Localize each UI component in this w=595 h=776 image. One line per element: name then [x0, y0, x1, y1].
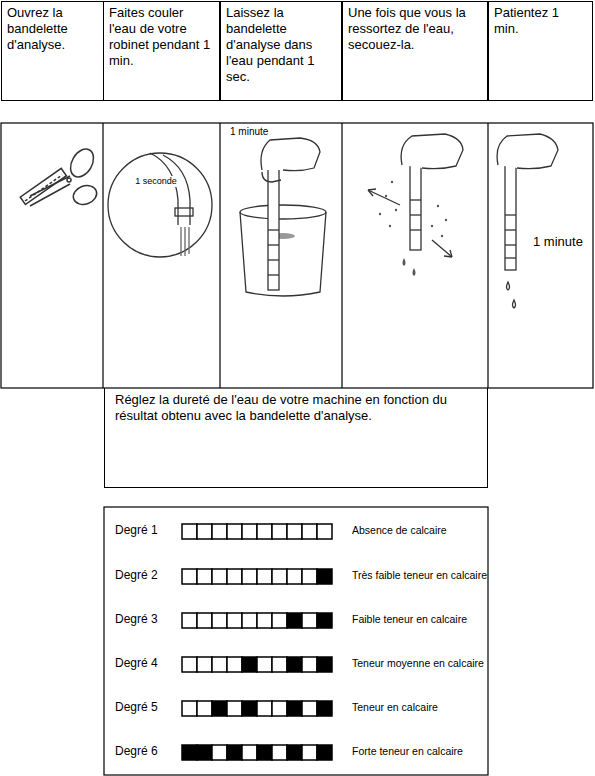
strip-square — [242, 613, 257, 628]
strip-square — [302, 613, 317, 628]
step-cell: Une fois que vous la ressortez de l'eau,… — [342, 1, 488, 101]
strip-square — [257, 613, 272, 628]
degree-label: Degré 3 — [115, 612, 158, 626]
strip-square — [302, 745, 317, 760]
strip-square — [257, 701, 272, 716]
strip-square — [287, 657, 302, 672]
strip-square — [257, 569, 272, 584]
strip-square — [272, 701, 287, 716]
step-cell: Ouvrez la bandelette d'analyse. — [1, 1, 104, 101]
strip-square — [287, 524, 302, 539]
strip-square — [197, 569, 212, 584]
degree-label: Degré 5 — [115, 700, 158, 714]
strip-square — [317, 657, 332, 672]
strip-square — [287, 745, 302, 760]
strip-square — [227, 657, 242, 672]
strip-square — [242, 657, 257, 672]
strip-square — [182, 745, 197, 760]
strip-square — [182, 613, 197, 628]
strip-square — [272, 745, 287, 760]
strip-square — [302, 569, 317, 584]
step-cell: Laissez la bandelette d'analyse dans l'e… — [220, 1, 342, 101]
step-text: Une fois que vous la ressortez de l'eau,… — [343, 2, 487, 56]
strip-square — [272, 569, 287, 584]
strip-square — [182, 701, 197, 716]
strip-square — [317, 524, 332, 539]
strip-square — [242, 569, 257, 584]
strip-square — [242, 745, 257, 760]
strip-square — [272, 524, 287, 539]
degree-description: Faible teneur en calcaire — [352, 613, 467, 626]
strip-square — [212, 613, 227, 628]
strip-square — [197, 524, 212, 539]
degree-description: Absence de calcaire — [352, 524, 447, 537]
strip-square — [287, 613, 302, 628]
degree-label: Degré 6 — [115, 744, 158, 758]
strip-square — [272, 613, 287, 628]
strip-square — [317, 701, 332, 716]
strip-square — [302, 701, 317, 716]
strip-square — [212, 657, 227, 672]
strip-square — [197, 657, 212, 672]
strip-square — [197, 745, 212, 760]
degree-description: Forte teneur en calcaire — [352, 745, 463, 758]
instruction-box: Réglez la dureté de l'eau de votre machi… — [104, 388, 488, 488]
strip-square — [227, 524, 242, 539]
strip-square — [302, 657, 317, 672]
strip-square — [212, 569, 227, 584]
callout-text: 1 minute — [230, 126, 268, 138]
strip-square — [197, 613, 212, 628]
step-cell: Patientez 1 min. — [488, 1, 593, 101]
strip-square — [242, 524, 257, 539]
step-text: Réglez la dureté de l'eau de votre machi… — [105, 388, 487, 428]
strip-square — [317, 613, 332, 628]
degree-description: Très faible teneur en calcaire — [352, 569, 487, 582]
degree-label: Degré 2 — [115, 568, 158, 582]
strip-square — [182, 524, 197, 539]
strip-square — [302, 524, 317, 539]
degree-description: Teneur en calcaire — [352, 701, 438, 714]
strip-square — [212, 701, 227, 716]
degree-label: Degré 4 — [115, 656, 158, 670]
strip-square — [227, 701, 242, 716]
strip-square — [182, 657, 197, 672]
strip-square — [317, 745, 332, 760]
strip-square — [227, 569, 242, 584]
step-text: Laissez la bandelette d'analyse dans l'e… — [221, 2, 341, 88]
strip-square — [212, 745, 227, 760]
strip-square — [242, 701, 257, 716]
strip-square — [257, 745, 272, 760]
callout-text: 1 seconde — [134, 176, 178, 187]
step-text: Ouvrez la bandelette d'analyse. — [2, 2, 103, 56]
strip-square — [287, 569, 302, 584]
strip-square — [317, 569, 332, 584]
strip-square — [212, 524, 227, 539]
strip-square — [257, 524, 272, 539]
strip-square — [227, 745, 242, 760]
strip-square — [257, 657, 272, 672]
strip-square — [287, 701, 302, 716]
step-text: Faites couler l'eau de votre robinet pen… — [104, 2, 219, 72]
strip-square — [182, 569, 197, 584]
callout-text: 1 minute — [533, 234, 583, 250]
step-cell: Faites couler l'eau de votre robinet pen… — [103, 1, 220, 101]
strip-square — [227, 613, 242, 628]
strip-square — [272, 657, 287, 672]
degree-label: Degré 1 — [115, 523, 158, 537]
step-text: Patientez 1 min. — [489, 2, 592, 40]
strip-square — [197, 701, 212, 716]
degree-description: Teneur moyenne en calcaire — [352, 657, 484, 670]
